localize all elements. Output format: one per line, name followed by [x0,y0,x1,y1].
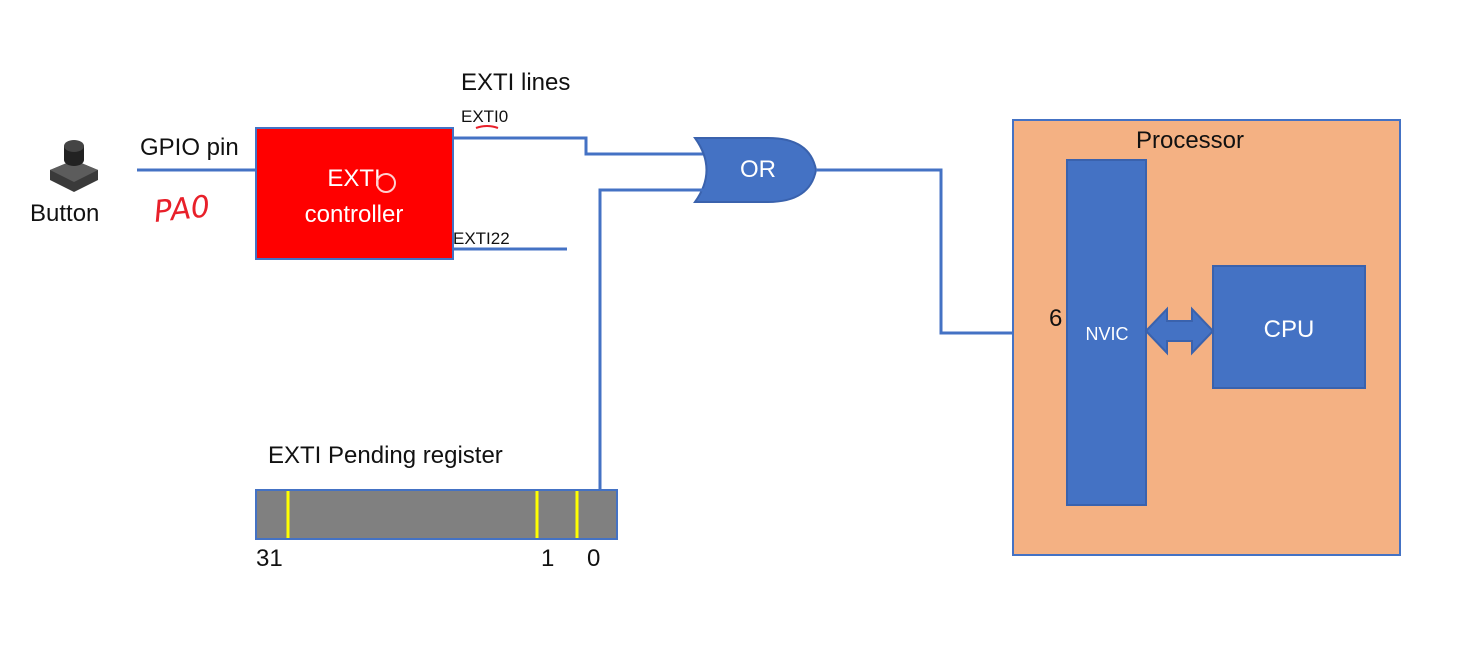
or-to-nvic-wire [816,168,1067,338]
exti-controller-box [255,127,454,260]
gpio-pin-label: GPIO pin [140,134,239,161]
processor-title: Processor [1136,127,1244,154]
nvic-irq-number: 6 [1049,305,1062,332]
nvic-label: NVIC [1085,324,1128,344]
or-gate [693,137,818,203]
pending-register-bar [255,489,618,540]
bit0-label: 0 [587,545,600,572]
or-gate-label: OR [740,156,776,183]
exti-controller-label-line1: EXTI [327,165,380,192]
button-label: Button [30,200,99,227]
exti0-wire [453,136,713,156]
cpu-block [1212,265,1366,389]
bit1-label: 1 [541,545,554,572]
nvic-cpu-bidirectional-arrow [1144,306,1215,356]
exti-controller-label-line2: controller [305,201,404,228]
exti-lines-title: EXTI lines [461,69,570,96]
pending-register-title: EXTI Pending register [268,442,503,469]
pending-register-wire [598,188,713,490]
exti0-underline-mark [475,125,499,129]
exti22-label: EXTI22 [453,229,510,248]
pa0-handwritten-annotation: PA0 [152,189,212,230]
push-button-icon [50,140,98,192]
nvic-block [1066,159,1147,506]
exti0-label: EXTI0 [461,107,508,126]
cursor-icon [376,173,396,193]
cpu-label: CPU [1264,316,1315,343]
bit31-label: 31 [256,545,283,572]
